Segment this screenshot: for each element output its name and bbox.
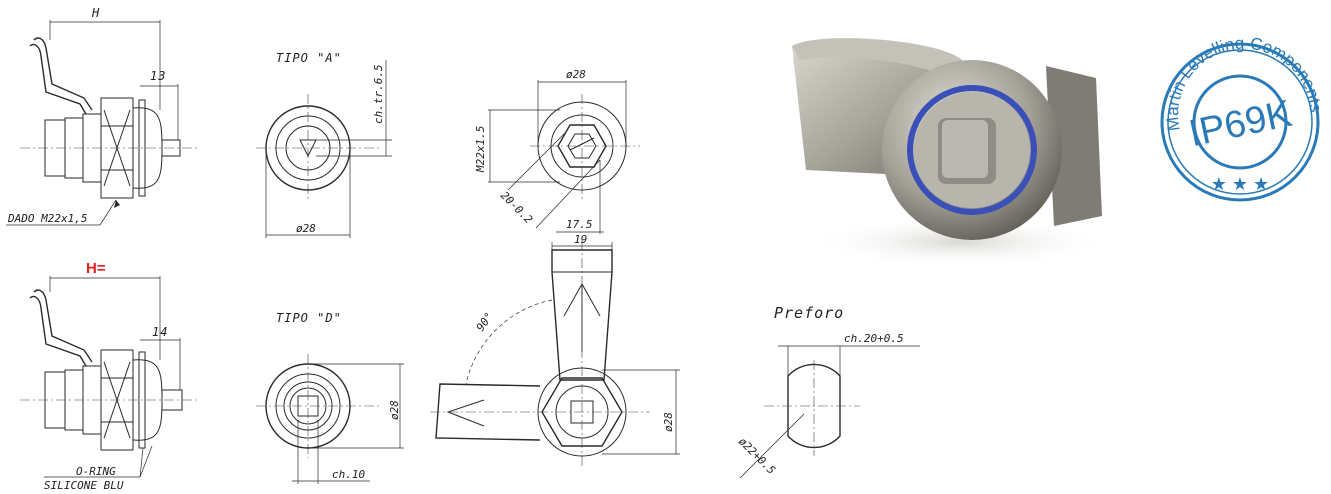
top-diameter-label: ø28 [566,68,586,81]
tipo-d-front-view [256,354,404,484]
d19-label: 19 [574,233,587,246]
ch20-label: ch.20+0.5 [844,332,904,345]
tipo-a-front-view [256,60,392,238]
side-diameter-label: ø28 [662,412,675,432]
side-view-bottom [20,276,200,478]
tipo-a-title: TIPO "A" [276,51,342,65]
m22-label: M22x1.5 [474,126,487,173]
tipo-a-diameter-label: ø28 [296,222,316,235]
silicone-label: SILICONE BLU [44,479,124,492]
angle-90-label: 90° [474,310,496,334]
dimension-14-label: 14 [152,325,168,339]
side-view-top [6,20,200,226]
h-equals-label: H= [86,260,106,277]
preforo-view [739,345,920,479]
ch-tr-label: ch.tr.6.5 [372,64,385,124]
seal-stars: ★ ★ ★ [1211,174,1269,194]
dimension-h-label: H [91,6,100,20]
hex-nut-front-view [488,80,640,234]
d175-label: 17.5 [566,218,593,231]
nut-label: DADO M22x1,5 [7,212,87,225]
d20-label: 20-0.2 [498,189,536,227]
ip69k-seal: Martin Levelling Components IP69K ★ ★ ★ [1160,34,1325,202]
dimension-13-label: 13 [150,69,166,83]
ch10-label: ch.10 [332,468,365,481]
product-photo [792,38,1110,268]
tipo-d-diameter-label: ø28 [388,400,401,420]
oring-label: O-RING [76,465,116,478]
d22-label: ø22+0.5 [736,435,778,477]
tipo-d-title: TIPO "D" [276,311,342,325]
blue-oring [907,85,1037,215]
preforo-title: Preforo [774,304,844,322]
lever-front-view [430,240,680,468]
